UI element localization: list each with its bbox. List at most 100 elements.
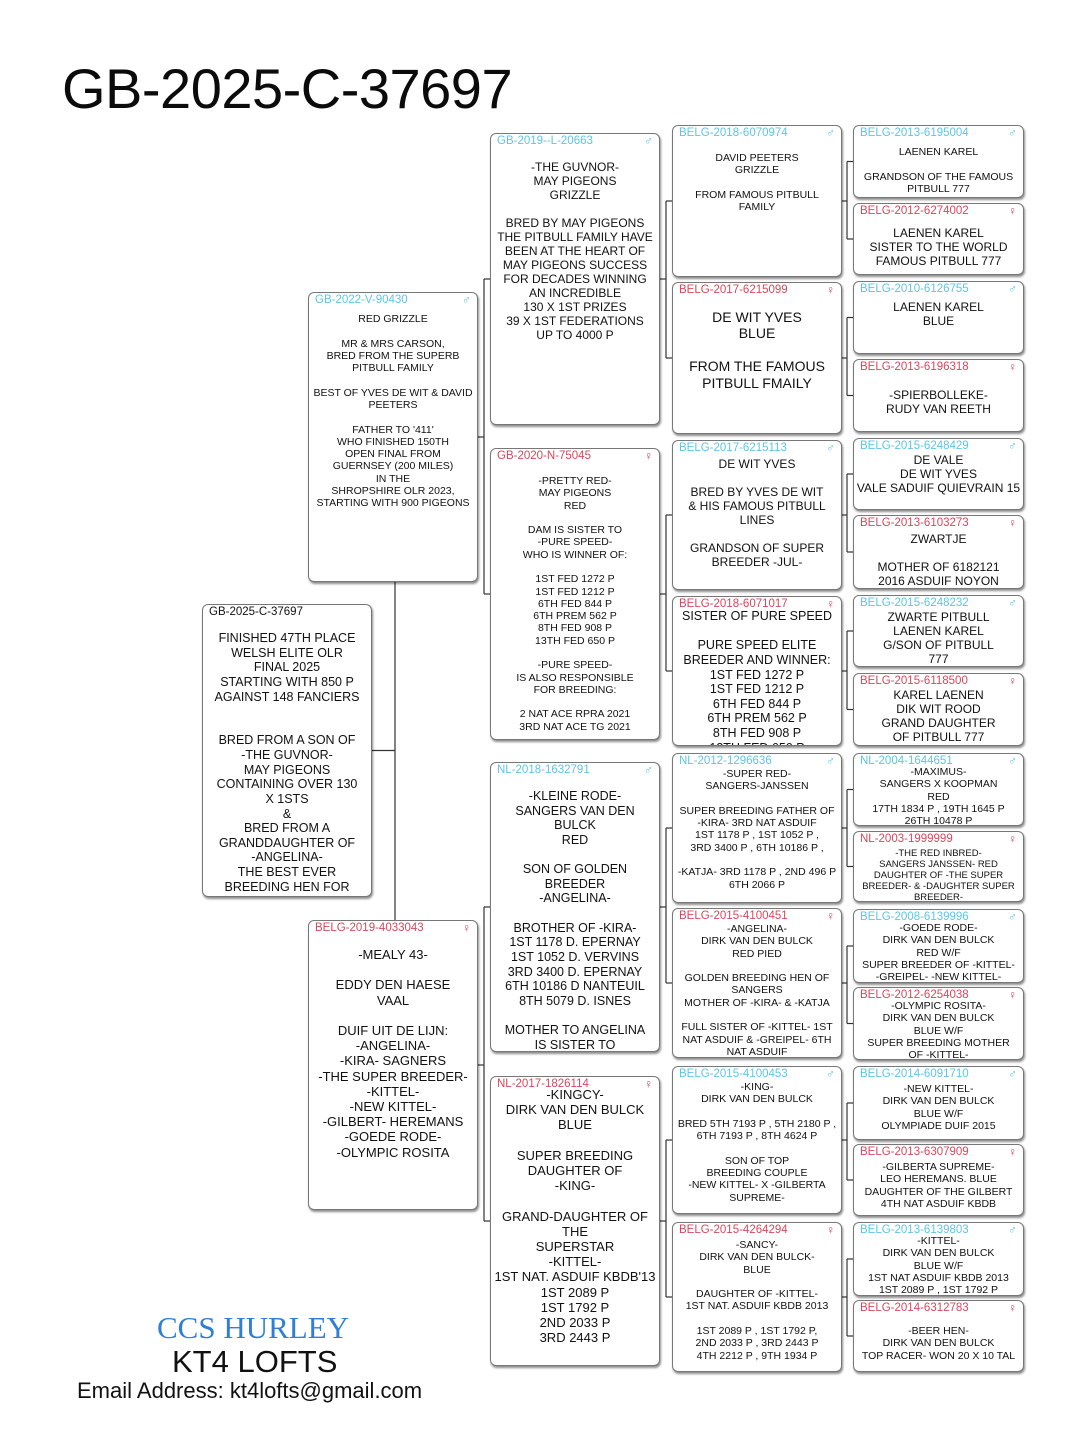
bird-description: RED GRIZZLE MR & MRS CARSON, BRED FROM T… <box>313 313 473 510</box>
ring-number: BELG-2018-6070974 <box>679 127 788 139</box>
bird-description: ZWARTE PITBULL LAENEN KAREL G/SON OF PIT… <box>883 610 994 667</box>
pedigree-card: BELG-2014-6312783♀-BEER HEN- DIRK VAN DE… <box>853 1300 1024 1372</box>
pedigree-card: BELG-2013-6196318♀-SPIERBOLLEKE- RUDY VA… <box>853 359 1024 432</box>
pedigree-card: BELG-2015-4100453♂-KING- DIRK VAN DEN BU… <box>672 1066 842 1214</box>
male-symbol-icon: ♂ <box>1008 754 1017 768</box>
ring-number: BELG-2013-6196318 <box>860 361 969 373</box>
ring-number: BELG-2013-6307909 <box>860 1146 969 1158</box>
bird-description: DAVID PEETERS GRIZZLE FROM FAMOUS PITBUL… <box>695 152 819 214</box>
male-symbol-icon: ♂ <box>644 134 653 148</box>
ring-number: BELG-2017-6215099 <box>679 284 788 296</box>
ring-number: NL-2004-1644651 <box>860 755 953 767</box>
bird-description: -GOEDE RODE- DIRK VAN DEN BULCK RED W/F … <box>862 922 1015 983</box>
bird-description: FINISHED 47TH PLACE WELSH ELITE OLR FINA… <box>214 631 360 896</box>
female-symbol-icon: ♀ <box>826 597 835 611</box>
bird-description: ZWARTJE MOTHER OF 6182121 2016 ASDUIF NO… <box>877 532 1000 589</box>
bird-description: LAENEN KAREL SISTER TO THE WORLD FAMOUS … <box>869 226 1008 269</box>
pedigree-card: BELG-2018-6070974♂DAVID PEETERS GRIZZLE … <box>672 125 842 277</box>
male-symbol-icon: ♂ <box>462 293 471 307</box>
bird-description: LAENEN KAREL BLUE <box>893 300 984 329</box>
ring-number: BELG-2010-6126755 <box>860 283 969 295</box>
pedigree-card: BELG-2014-6091710♂-NEW KITTEL- DIRK VAN … <box>853 1066 1024 1140</box>
breeder-brand: CCS HURLEY <box>157 1310 350 1345</box>
female-symbol-icon: ♀ <box>826 909 835 923</box>
bird-description: -THE GUVNOR- MAY PIGEONS GRIZZLE BRED BY… <box>497 160 653 343</box>
bird-description: -KITTEL- DIRK VAN DEN BULCK BLUE W/F 1ST… <box>868 1235 1009 1296</box>
male-symbol-icon: ♂ <box>826 1067 835 1081</box>
female-symbol-icon: ♀ <box>644 449 653 463</box>
male-symbol-icon: ♂ <box>826 754 835 768</box>
pedigree-card: BELG-2015-6248429♂DE VALE DE WIT YVES VA… <box>853 438 1024 510</box>
pedigree-card: GB-2019--L-20663 ♂ -THE GUVNOR- MAY PIGEON… <box>490 133 660 425</box>
bird-description: -SUPER RED- SANGERS-JANSSEN SUPER BREEDI… <box>677 768 837 891</box>
pedigree-card: BELG-2010-6126755 ♂ LAENEN KAREL BLUE <box>853 281 1024 354</box>
female-symbol-icon: ♀ <box>826 1223 835 1237</box>
bird-description: -GILBERTA SUPREME- LEO HEREMANS. BLUE DA… <box>864 1161 1013 1210</box>
pedigree-card: NL-2012-1296636♂-SUPER RED- SANGERS-JANS… <box>672 753 842 903</box>
bird-description: -KING- DIRK VAN DEN BULCK BRED 5TH 7193 … <box>677 1081 837 1204</box>
ring-number: GB-2020-N-75045 <box>497 450 591 462</box>
male-symbol-icon: ♂ <box>1008 282 1017 296</box>
bird-description: DE WIT YVES BRED BY YVES DE WIT & HIS FA… <box>688 457 826 570</box>
ring-number: BELG-2008-6139996 <box>860 911 969 923</box>
pedigree-card: BELG-2017-6215113♂DE WIT YVES BRED BY YV… <box>672 440 842 590</box>
male-symbol-icon: ♂ <box>826 441 835 455</box>
male-symbol-icon: ♂ <box>1008 126 1017 140</box>
pedigree-card: BELG-2013-6139803♂-KITTEL- DIRK VAN DEN … <box>853 1222 1024 1296</box>
ring-number: BELG-2015-6118500 <box>860 675 968 687</box>
pedigree-card: BELG-2013-6195004♂LAENEN KAREL GRANDSON … <box>853 125 1024 198</box>
male-symbol-icon: ♂ <box>1008 910 1017 924</box>
male-symbol-icon: ♂ <box>1008 1223 1017 1237</box>
pedigree-card: BELG-2019-4033043♀-MEALY 43- EDDY DEN HA… <box>308 920 478 1210</box>
ring-number: BELG-2014-6312783 <box>860 1302 969 1314</box>
bird-description: SISTER OF PURE SPEED PURE SPEED ELITE BR… <box>681 609 833 745</box>
ring-number: BELG-2014-6091710 <box>860 1068 969 1080</box>
female-symbol-icon: ♀ <box>1008 204 1017 218</box>
pedigree-card: BELG-2017-6215099 ♀DE WIT YVES BLUE FROM … <box>672 282 842 434</box>
bird-description: -BEER HEN- DIRK VAN DEN BULCK TOP RACER-… <box>861 1325 1016 1362</box>
loft-name: KT4 LOFTS <box>172 1344 338 1379</box>
pedigree-card: GB-2022-V-90430 ♂ RED GRIZZLE MR & MRS CAR… <box>308 292 478 582</box>
bird-description: DE WIT YVES BLUE FROM THE FAMOUS PITBULL… <box>689 309 825 391</box>
bird-description: KAREL LAENEN DIK WIT ROOD GRAND DAUGHTER… <box>881 688 996 745</box>
female-symbol-icon: ♀ <box>1008 674 1017 688</box>
ring-number: NL-2017-1826114 <box>497 1078 589 1090</box>
female-symbol-icon: ♀ <box>644 1077 653 1091</box>
pedigree-card: BELG-2008-6139996 ♂-GOEDE RODE- DIRK VAN … <box>853 909 1024 983</box>
male-symbol-icon: ♂ <box>644 763 653 777</box>
bird-description: -NEW KITTEL- DIRK VAN DEN BULCK BLUE W/F… <box>881 1083 996 1132</box>
pedigree-card: BELG-2015-4264294♀-SANCY- DIRK VAN DEN B… <box>672 1222 842 1372</box>
female-symbol-icon: ♀ <box>826 283 835 297</box>
pedigree-card: BELG-2018-6071017 ♀SISTER OF PURE SPEED P… <box>672 596 842 746</box>
email-address: Email Address: kt4lofts@gmail.com <box>77 1378 423 1403</box>
pedigree-card: BELG-2013-6103273♀ZWARTJE MOTHER OF 6182… <box>853 515 1024 589</box>
bird-description: -ANGELINA- DIRK VAN DEN BULCK RED PIED G… <box>681 923 833 1058</box>
ring-number: NL-2018-1632791 <box>497 764 590 776</box>
bird-description: DE VALE DE WIT YVES VALE SADUIF QUIEVRAI… <box>856 453 1021 496</box>
pedigree-card: BELG-2015-6248232♂ZWARTE PITBULL LAENEN … <box>853 595 1024 667</box>
bird-description: -PRETTY RED- MAY PIGEONS RED DAM IS SIST… <box>516 475 634 733</box>
female-symbol-icon: ♀ <box>1008 1145 1017 1159</box>
ring-number: BELG-2015-6248429 <box>860 440 969 452</box>
ring-number: GB-2019--L-20663 <box>497 135 593 147</box>
bird-description: -OLYMPIC ROSITA- DIRK VAN DEN BULCK BLUE… <box>867 1000 1010 1060</box>
bird-description: -KINGCY- DIRK VAN DEN BULCK BLUE SUPER B… <box>494 1087 656 1346</box>
pedigree-card: BELG-2015-4100451♀-ANGELINA- DIRK VAN DE… <box>672 908 842 1058</box>
bird-description: -SPIERBOLLEKE- RUDY VAN REETH <box>886 388 991 417</box>
ring-number: BELG-2018-6071017 <box>679 598 788 610</box>
ring-number: BELG-2019-4033043 <box>315 922 424 934</box>
ring-number: BELG-2015-6248232 <box>860 597 969 609</box>
ring-number: BELG-2013-6195004 <box>860 127 969 139</box>
female-symbol-icon: ♀ <box>1008 516 1017 530</box>
pedigree-card: NL-2003-1999999♀-THE RED INBRED- SANGERS… <box>853 831 1024 902</box>
ring-number: GB-2025-C-37697 <box>209 606 303 618</box>
bird-description: -MAXIMUS- SANGERS X KOOPMAN RED 17TH 183… <box>872 766 1005 826</box>
pedigree-card: BELG-2015-6118500 ♀ KAREL LAENEN DIK WIT R… <box>853 673 1024 746</box>
female-symbol-icon: ♀ <box>462 921 471 935</box>
pedigree-card: GB-2020-N-75045 ♀ -PRETTY RED- MAY PIGEONS… <box>490 448 660 740</box>
bird-description: -KLEINE RODE- SANGERS VAN DEN BULCK RED … <box>504 789 646 1052</box>
female-symbol-icon: ♀ <box>1008 988 1017 1002</box>
ring-number: GB-2022-V-90430 <box>315 294 408 306</box>
